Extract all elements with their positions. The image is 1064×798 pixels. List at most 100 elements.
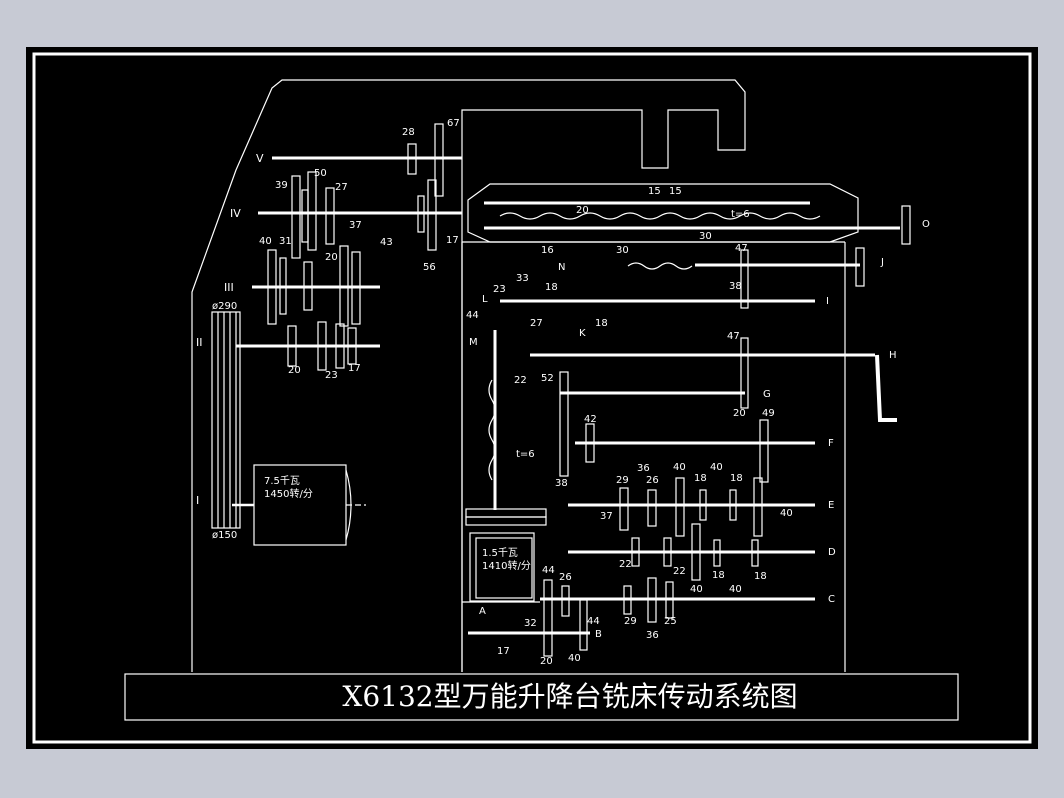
label-f40c: 40: [780, 508, 793, 519]
big-pulley: [211, 311, 241, 529]
gear-17-iv: [417, 195, 425, 233]
label-f37: 37: [600, 511, 613, 522]
label-27: 27: [335, 182, 348, 193]
gear-40-e1: [675, 477, 685, 537]
label-f25: 25: [664, 616, 677, 627]
label-f47b: 47: [727, 331, 740, 342]
gear-49: [759, 419, 769, 483]
label-31: 31: [279, 236, 292, 247]
gear-22-d1: [631, 537, 640, 567]
gear-23: [317, 321, 327, 371]
label-f38b: 38: [555, 478, 568, 489]
crank-handle-H: [875, 354, 897, 422]
label-17: 17: [446, 235, 459, 246]
gear-20-iii: [303, 261, 313, 311]
gear-67: [434, 123, 444, 197]
label-f40e: 40: [729, 584, 742, 595]
lead-screw-vertical: [488, 379, 496, 481]
label-f38: 38: [729, 281, 742, 292]
gear-31: [301, 189, 309, 243]
gear-17-ii: [347, 327, 357, 365]
label-f29b: 29: [624, 616, 637, 627]
label-f18b: 18: [595, 318, 608, 329]
label-20b: 20: [288, 365, 301, 376]
label-40: 40: [259, 236, 272, 247]
gear-52: [559, 371, 569, 477]
gear-iii-extra: [279, 257, 287, 315]
gear-40-e2: [753, 477, 763, 537]
shaft-label-F: F: [828, 438, 834, 449]
gear-27: [325, 187, 335, 245]
gear-42: [585, 423, 595, 463]
gear-18-e1: [699, 489, 707, 521]
label-f20b: 20: [733, 408, 746, 419]
shaft-label-D: D: [828, 547, 836, 558]
label-f42: 42: [584, 414, 597, 425]
label-f44: 44: [466, 310, 479, 321]
drawing-title: X6132型万能升降台铣床传动系统图: [342, 680, 797, 713]
label-f26: 26: [646, 475, 659, 486]
gear-ii-extra: [335, 323, 345, 369]
shaft-label-I: I: [196, 494, 199, 507]
gear-28: [407, 143, 417, 175]
label-t6b: t=6: [516, 449, 535, 460]
label-f18f: 18: [754, 571, 767, 582]
label-f26b: 26: [559, 572, 572, 583]
feed-motor-speed: 1410转/分: [482, 559, 531, 572]
label-f49: 49: [762, 408, 775, 419]
label-f40a: 40: [673, 462, 686, 473]
label-f22b: 22: [619, 559, 632, 570]
label-28: 28: [402, 127, 415, 138]
gear-22-d2: [663, 537, 672, 567]
label-f33: 33: [516, 273, 529, 284]
label-f36: 36: [637, 463, 650, 474]
shaft-label-O: O: [922, 219, 930, 230]
label-f52: 52: [541, 373, 554, 384]
label-f18d: 18: [730, 473, 743, 484]
label-f44b: 44: [542, 565, 555, 576]
label-f30b: 30: [699, 231, 712, 242]
shaft-label-V: V: [256, 152, 264, 165]
label-f23: 23: [493, 284, 506, 295]
shaft-label-H: H: [889, 350, 897, 361]
drawing-sheet: [26, 47, 1038, 749]
handwheel-O: [901, 205, 911, 245]
label-f36b: 36: [646, 630, 659, 641]
shaft-label-A: A: [479, 606, 486, 617]
label-f20: 20: [576, 205, 589, 216]
machine-column-outline: [191, 79, 746, 672]
label-50: 50: [314, 168, 327, 179]
label-pulley-small: ø150: [212, 530, 237, 541]
label-f32: 32: [524, 618, 537, 629]
label-f18c: 18: [694, 473, 707, 484]
label-20: 20: [325, 252, 338, 263]
gear-44-b: [579, 599, 588, 651]
shaft-label-II: II: [196, 336, 203, 349]
gear-43: [351, 251, 361, 325]
lead-screw-cross: [627, 262, 693, 270]
shaft-label-J: J: [880, 257, 884, 268]
gear-40-d: [691, 523, 701, 581]
gear-36-c: [647, 577, 657, 623]
gear-18-e2: [729, 489, 737, 521]
label-37: 37: [349, 220, 362, 231]
gear-18-d2: [751, 539, 759, 567]
gear-26: [647, 489, 657, 527]
label-f30a: 30: [616, 245, 629, 256]
drawing-border: [32, 52, 1032, 744]
gear-47-j: [740, 249, 749, 309]
label-f29: 29: [616, 475, 629, 486]
label-56: 56: [423, 262, 436, 273]
main-motor-power: 7.5千瓦: [264, 475, 300, 487]
gear-40: [267, 249, 277, 325]
label-f18e: 18: [712, 570, 725, 581]
gear-39: [291, 175, 301, 259]
label-f44c: 44: [587, 616, 600, 627]
label-f18a: 18: [545, 282, 558, 293]
gear-25-c: [665, 581, 674, 619]
label-f22: 22: [514, 375, 527, 386]
shaft-label-C: C: [828, 594, 835, 605]
shaft-label-I-feed: I: [826, 296, 829, 307]
label-f15b: 15: [669, 186, 682, 197]
gear-20-ii: [287, 325, 297, 367]
